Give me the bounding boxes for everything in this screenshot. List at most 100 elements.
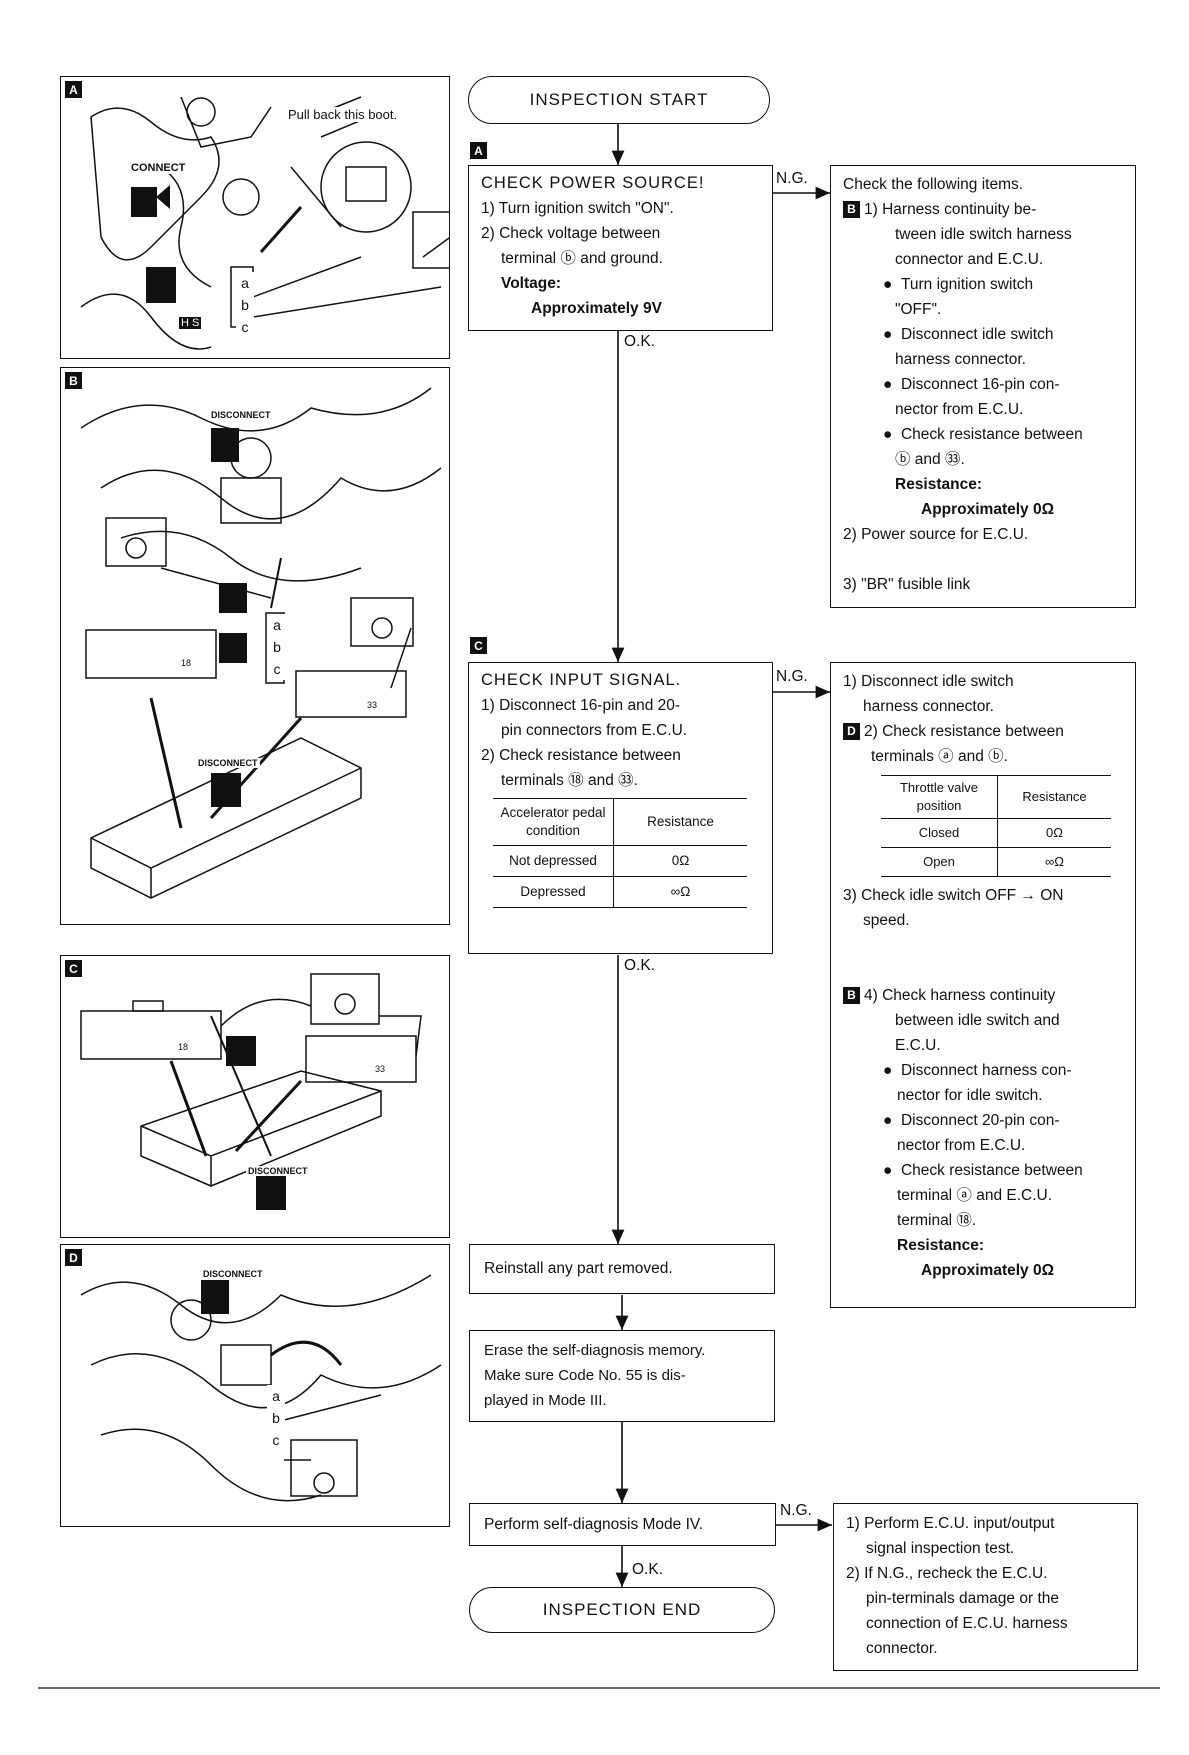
items1-line-4: 2) Power source for E.C.U. bbox=[843, 526, 1029, 543]
input-title: CHECK INPUT SIGNAL. bbox=[481, 671, 682, 689]
items3-line-5: connection of E.C.U. harness bbox=[866, 1615, 1068, 1632]
items1-line-5: 3) "BR" fusible link bbox=[843, 576, 971, 593]
table-row: Open∞Ω bbox=[881, 847, 1111, 877]
photo-caption: Pull back this boot. bbox=[286, 107, 400, 122]
items2-bullet-2b: nector from E.C.U. bbox=[897, 1137, 1026, 1154]
erase-line-1: Erase the self-diagnosis memory. bbox=[484, 1342, 706, 1359]
disconnect-label-d: DISCONNECT bbox=[201, 1269, 265, 1279]
disconnect-label-b2: DISCONNECT bbox=[196, 758, 260, 768]
erase-line-2: Make sure Code No. 55 is dis- bbox=[484, 1367, 686, 1384]
items1-bullet-1: ● Turn ignition switch bbox=[883, 276, 1034, 293]
perform-mode4-box: Perform self-diagnosis Mode IV. bbox=[469, 1503, 776, 1546]
items3-line-3: 2) If N.G., recheck the E.C.U. bbox=[846, 1565, 1048, 1582]
items1-line-3: connector and E.C.U. bbox=[895, 251, 1044, 268]
items1-bullet-2: ● Disconnect idle switch bbox=[883, 326, 1054, 343]
input-line-1: 1) Disconnect 16-pin and 20- bbox=[481, 697, 681, 714]
step-tag-a: A bbox=[470, 142, 487, 159]
check-items-box-3: 1) Perform E.C.U. input/output signal in… bbox=[833, 1503, 1138, 1671]
connector-33-label-c: 33 bbox=[373, 1064, 388, 1074]
items2-line-2: harness connector. bbox=[863, 698, 994, 715]
items3-line-1: 1) Perform E.C.U. input/output bbox=[846, 1515, 1055, 1532]
items2-line-8: between idle switch and bbox=[895, 1012, 1060, 1029]
erase-memory-box: Erase the self-diagnosis memory. Make su… bbox=[469, 1330, 775, 1422]
items2-bullet-3: ● Check resistance between bbox=[883, 1162, 1083, 1179]
items2-line-6: speed. bbox=[863, 912, 910, 929]
inspection-end: INSPECTION END bbox=[469, 1587, 775, 1633]
ok-label-1: O.K. bbox=[624, 333, 656, 350]
disconnect-label-c: DISCONNECT bbox=[246, 1166, 310, 1176]
items1-bullet-4: ● Check resistance between bbox=[883, 426, 1083, 443]
items1-resistance-value: Approximately 0Ω bbox=[921, 501, 1055, 518]
input-line-4: terminals ⑱ and ㉝. bbox=[501, 772, 638, 789]
erase-line-3: played in Mode III. bbox=[484, 1392, 607, 1409]
items2-line-1: 1) Disconnect idle switch bbox=[843, 673, 1014, 690]
power-line-2: 2) Check voltage between bbox=[481, 225, 661, 242]
items1-bullet-4b: ⓑ and ㉝. bbox=[895, 451, 965, 468]
photo-tag-a: A bbox=[65, 81, 82, 98]
connector-18-label-b: 18 bbox=[179, 658, 194, 668]
items3-line-6: connector. bbox=[866, 1640, 938, 1657]
throttle-head-2: Resistance bbox=[997, 775, 1111, 819]
items3-line-2: signal inspection test. bbox=[866, 1540, 1015, 1557]
items2-line-4: terminals ⓐ and ⓑ. bbox=[871, 748, 1008, 765]
disconnect-label-b1: DISCONNECT bbox=[209, 410, 273, 420]
check-input-signal-box: CHECK INPUT SIGNAL. 1) Disconnect 16-pin… bbox=[468, 662, 773, 954]
items2-line-9: E.C.U. bbox=[895, 1037, 941, 1054]
inspection-start: INSPECTION START bbox=[468, 76, 770, 124]
engine-illustration-b bbox=[80, 387, 442, 899]
items2-bullet-3b: terminal ⓐ and E.C.U. bbox=[897, 1187, 1053, 1204]
voltage-value: Approximately 9V bbox=[531, 300, 662, 317]
ok-label-3: O.K. bbox=[632, 1561, 664, 1578]
ng-label-2: N.G. bbox=[776, 668, 808, 685]
accel-head-2: Resistance bbox=[613, 798, 747, 846]
input-line-2: pin connectors from E.C.U. bbox=[501, 722, 688, 739]
voltage-label: Voltage: bbox=[501, 275, 561, 292]
check-items-box-2: 1) Disconnect idle switch harness connec… bbox=[830, 662, 1136, 1308]
ng-label-3: N.G. bbox=[780, 1502, 812, 1519]
photo-tag-b: B bbox=[65, 372, 82, 389]
items1-resistance-label: Resistance: bbox=[895, 476, 983, 493]
power-title: CHECK POWER SOURCE! bbox=[481, 174, 705, 192]
items2-resistance-value: Approximately 0Ω bbox=[921, 1262, 1055, 1279]
items2-bullet-3c: terminal ⑱. bbox=[897, 1212, 977, 1229]
items2-resistance-label: Resistance: bbox=[897, 1237, 985, 1254]
items2-line-5: 3) Check idle switch OFF → ON bbox=[843, 887, 1064, 904]
connector-33-label-b: 33 bbox=[365, 700, 380, 710]
input-line-3: 2) Check resistance between bbox=[481, 747, 681, 764]
accel-head-1: Accelerator pedal condition bbox=[493, 798, 614, 846]
power-line-1: 1) Turn ignition switch "ON". bbox=[481, 200, 674, 217]
photo-tag-d: D bbox=[65, 1249, 82, 1266]
photo-tag-c: C bbox=[65, 960, 82, 977]
items1-title: Check the following items. bbox=[843, 176, 1024, 193]
items1-bullet-3: ● Disconnect 16-pin con- bbox=[883, 376, 1060, 393]
items1-bullet-3b: nector from E.C.U. bbox=[895, 401, 1024, 418]
ng-label-1: N.G. bbox=[776, 170, 808, 187]
reinstall-text: Reinstall any part removed. bbox=[484, 1260, 673, 1277]
connector-illustration-c bbox=[80, 973, 422, 1210]
check-power-source-box: CHECK POWER SOURCE! 1) Turn ignition swi… bbox=[468, 165, 773, 331]
mode4-text: Perform self-diagnosis Mode IV. bbox=[484, 1516, 704, 1533]
items1-line-2: tween idle switch harness bbox=[895, 226, 1072, 243]
items3-line-4: pin-terminals damage or the bbox=[866, 1590, 1059, 1607]
ok-label-2: O.K. bbox=[624, 957, 656, 974]
items1-bullet-1b: "OFF". bbox=[895, 301, 942, 318]
items2-bullet-1b: nector for idle switch. bbox=[897, 1087, 1043, 1104]
items2-bullet-1: ● Disconnect harness con- bbox=[883, 1062, 1072, 1079]
connector-18-label-c: 18 bbox=[176, 1042, 191, 1052]
items1-bullet-2b: harness connector. bbox=[895, 351, 1026, 368]
